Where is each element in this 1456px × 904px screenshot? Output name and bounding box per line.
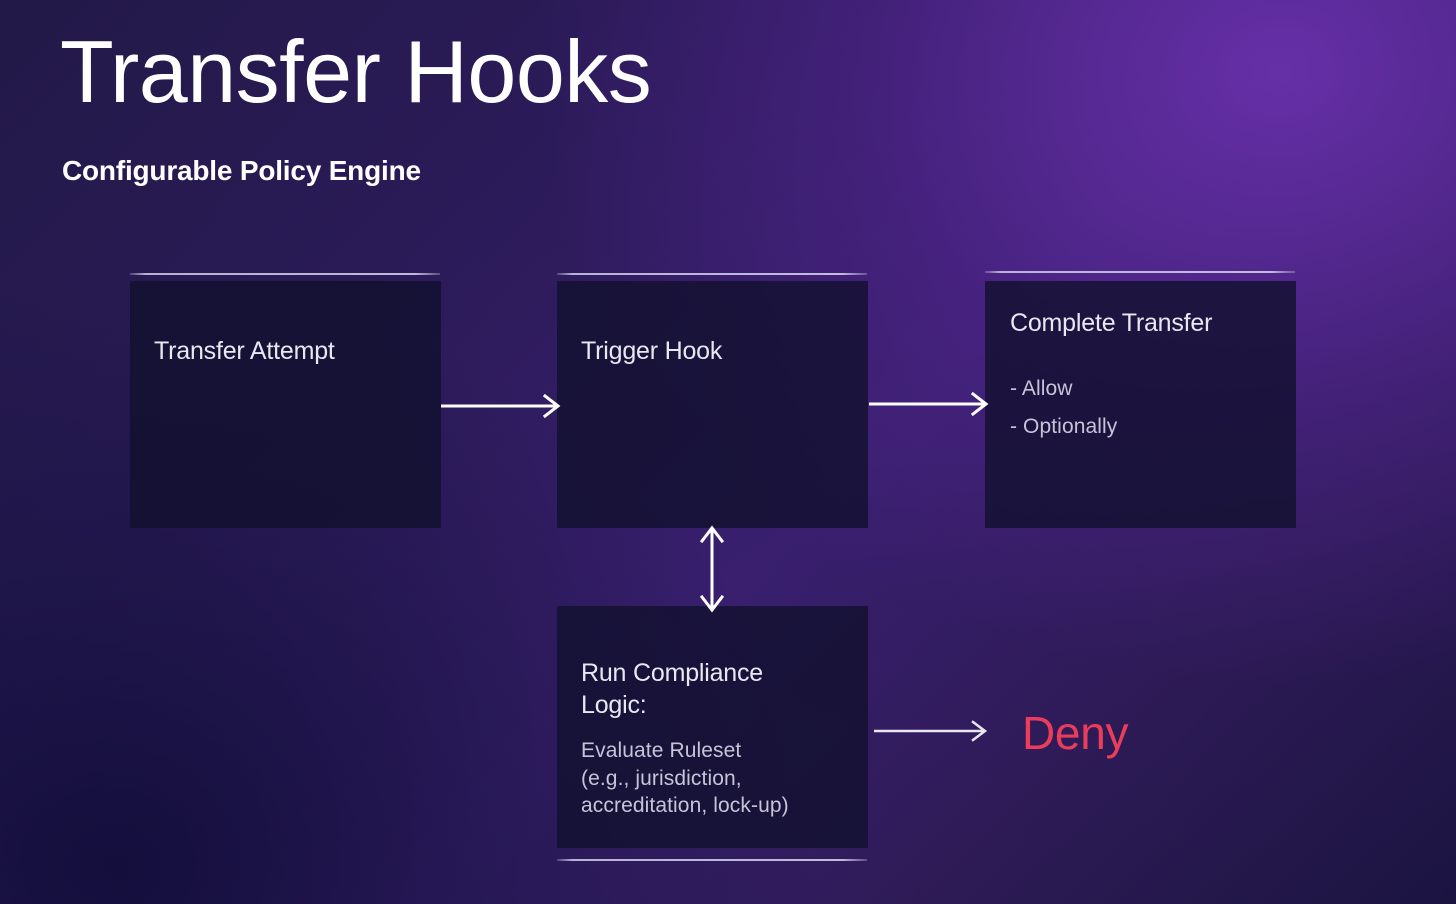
node-title-run-compliance-logic: Run Compliance Logic: <box>581 659 764 719</box>
arrow-attempt-to-hook <box>441 392 563 420</box>
node-run-compliance-logic[interactable] <box>557 606 868 848</box>
node-rule-complete-transfer <box>985 271 1295 273</box>
deny-label: Deny <box>1022 707 1129 759</box>
node-body-complete-transfer: - Allow - Optionally <box>1010 375 1290 440</box>
node-transfer-attempt[interactable] <box>130 281 441 528</box>
arrow-hook-to-complete <box>869 390 991 418</box>
node-rule-run-compliance-logic <box>557 859 867 861</box>
node-body-line: - Optionally <box>1010 414 1118 438</box>
node-title-trigger-hook: Trigger Hook <box>581 337 723 365</box>
node-complete-transfer[interactable] <box>985 281 1296 528</box>
node-body-line: - Allow <box>1010 377 1073 400</box>
page-title: Transfer Hooks <box>60 22 652 121</box>
node-body-line: Evaluate Ruleset <box>581 739 742 762</box>
page-subtitle: Configurable Policy Engine <box>62 155 421 186</box>
node-body-line: accreditation, lock-up) <box>581 794 789 818</box>
node-title-complete-transfer: Complete Transfer <box>1010 309 1213 337</box>
node-rule-transfer-attempt <box>130 273 440 275</box>
arrow-hook-compliance-bidirectional <box>697 525 727 613</box>
node-rule-trigger-hook <box>557 273 867 275</box>
arrow-compliance-to-deny <box>874 717 996 745</box>
node-body-run-compliance-logic: Evaluate Ruleset (e.g., jurisdiction, ac… <box>581 737 861 820</box>
node-body-line: (e.g., jurisdiction, <box>581 766 742 790</box>
node-trigger-hook[interactable] <box>557 281 868 528</box>
node-title-transfer-attempt: Transfer Attempt <box>154 337 335 365</box>
